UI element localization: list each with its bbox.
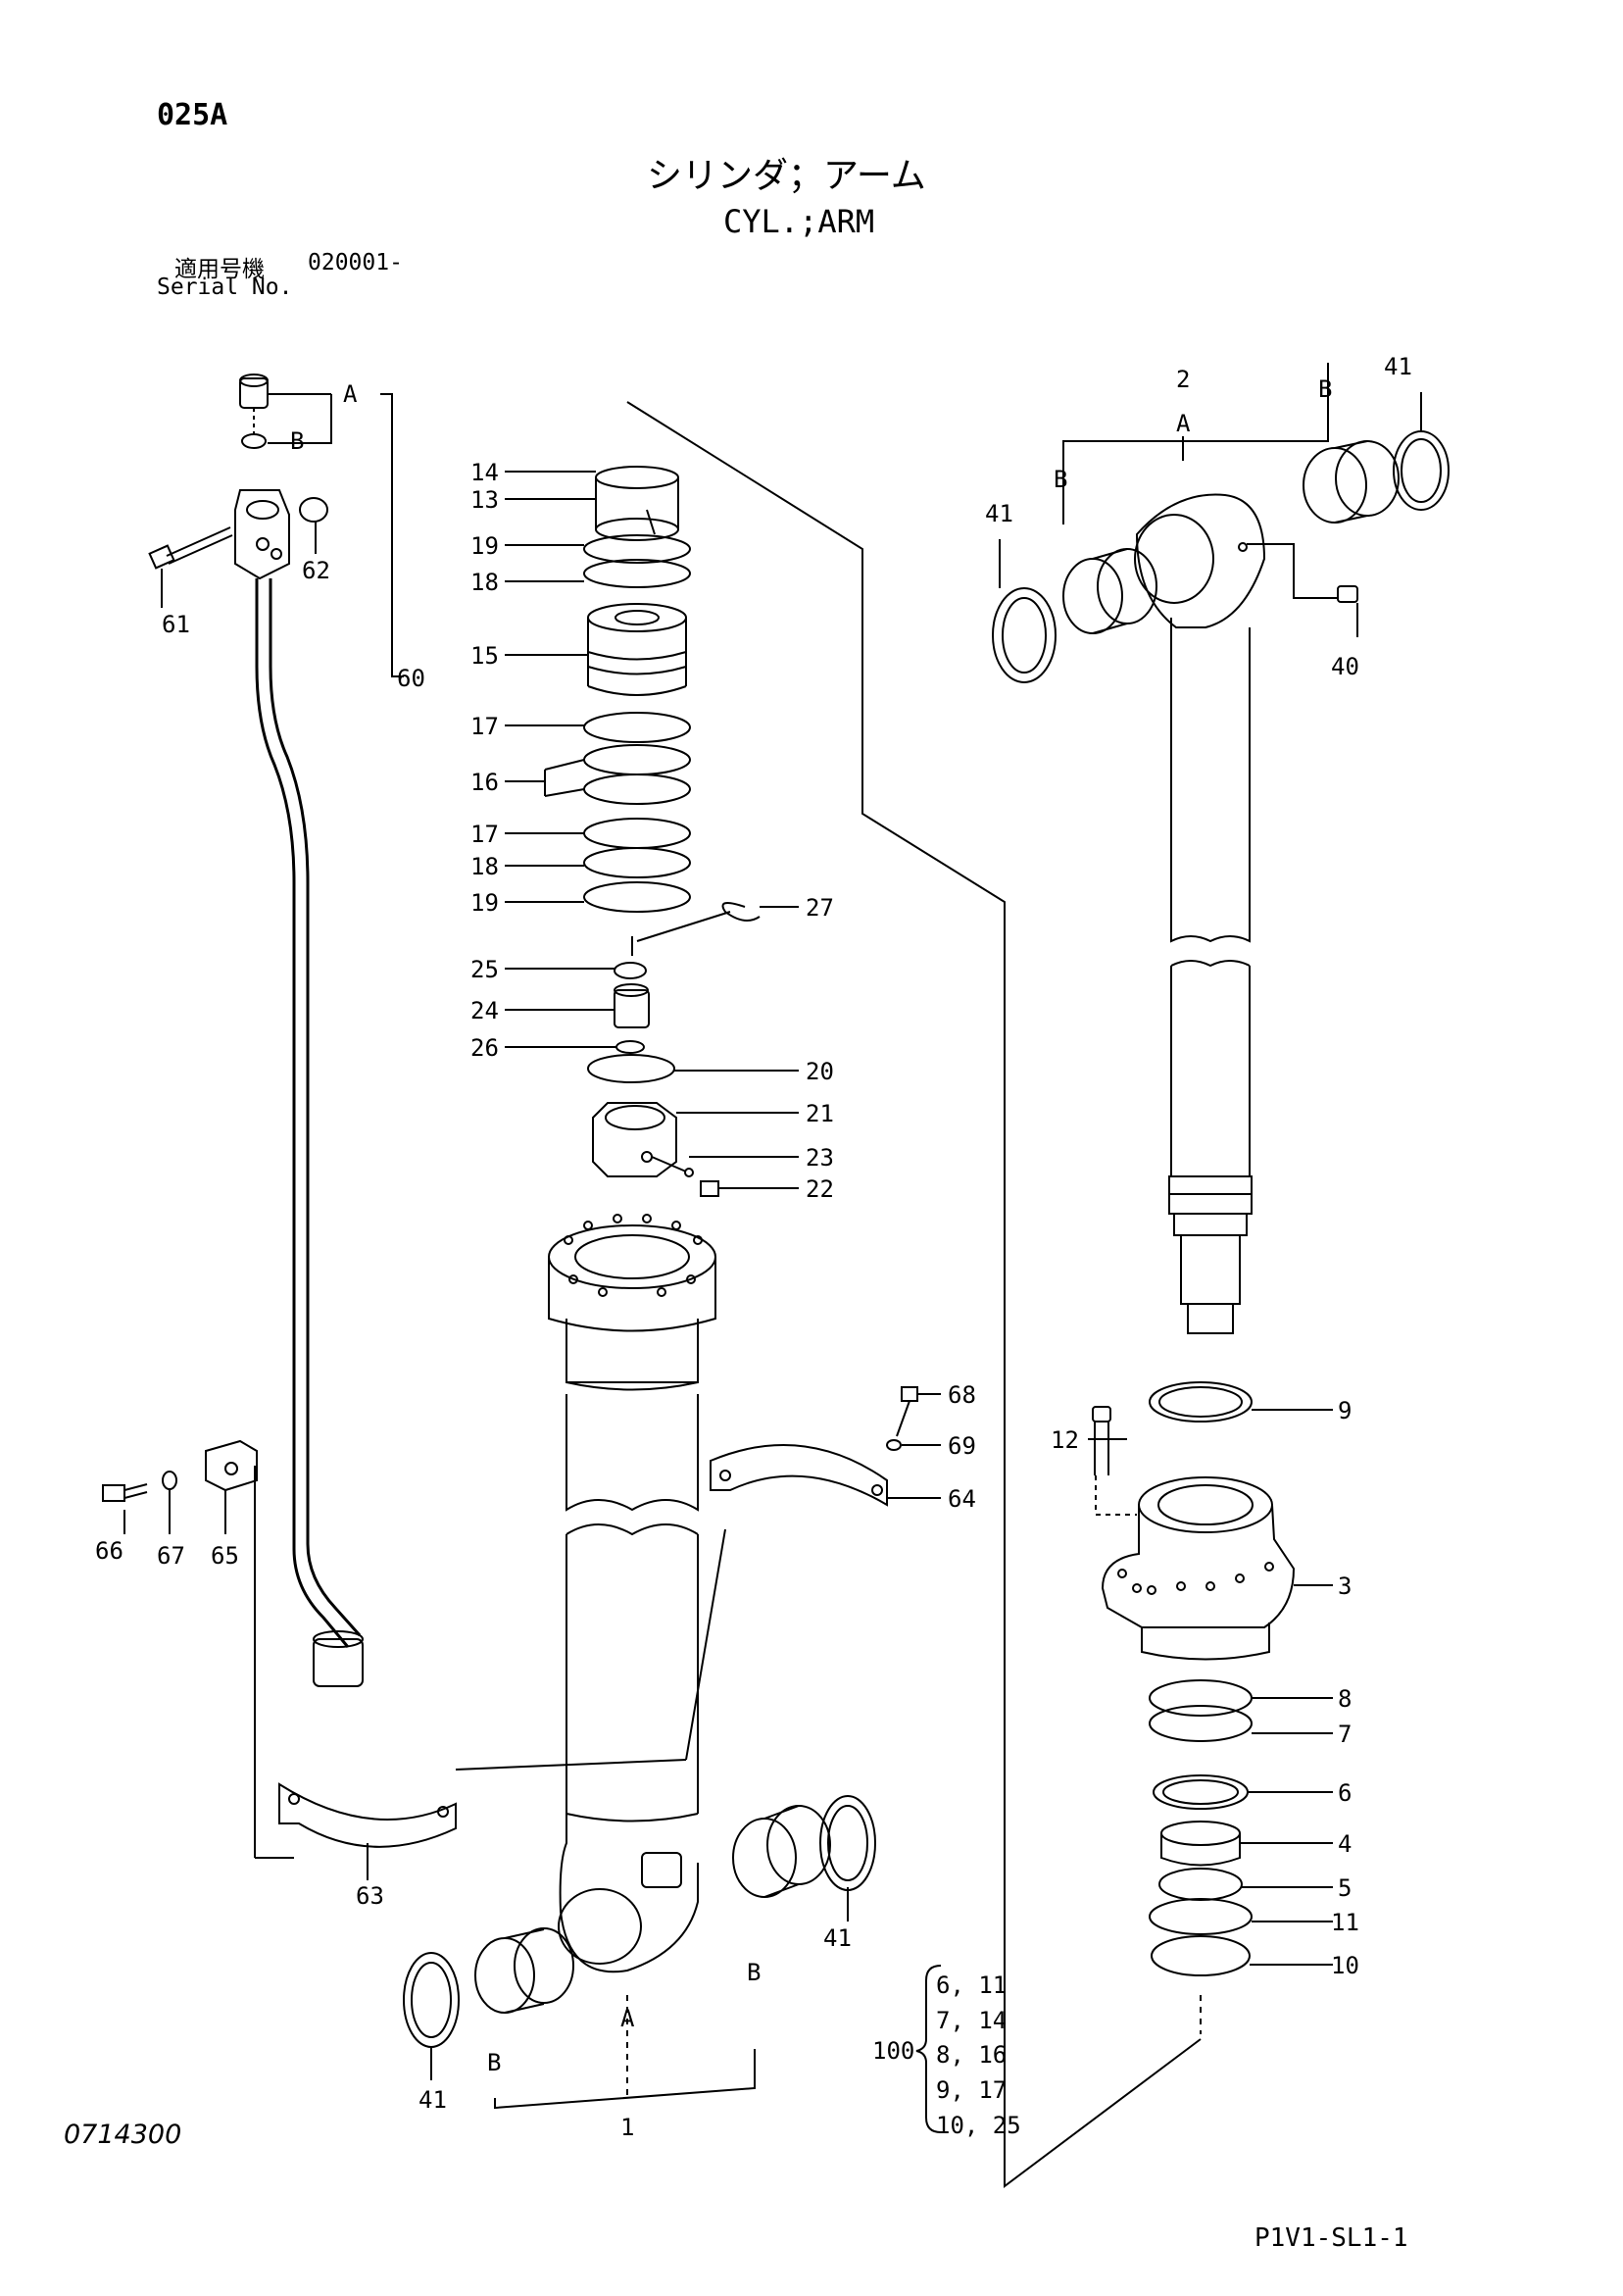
cylinder-head xyxy=(1092,1381,1296,1661)
callout-19: 19 xyxy=(470,889,499,917)
callout-7: 7 xyxy=(1338,1721,1352,1748)
callout-61: 61 xyxy=(162,611,190,638)
kit-row: 7, 14 xyxy=(936,2007,1007,2034)
callout-b: B xyxy=(1318,375,1332,403)
kit-row: 9, 17 xyxy=(936,2076,1007,2104)
callout-10: 10 xyxy=(1331,1952,1359,1979)
kit-row: 8, 16 xyxy=(936,2041,1007,2069)
callout-18: 18 xyxy=(470,569,499,596)
tube-end-bushings xyxy=(403,1795,876,2110)
callout-60: 60 xyxy=(397,665,425,692)
callout-41: 41 xyxy=(418,2086,447,2114)
callout-a: A xyxy=(343,380,358,408)
pipe-clamps xyxy=(278,1386,918,1848)
callout-12: 12 xyxy=(1051,1426,1079,1454)
callout-1: 1 xyxy=(620,2114,634,2141)
callout-b: B xyxy=(747,1959,761,1986)
callout-6: 6 xyxy=(1338,1779,1352,1807)
head-seal-stack xyxy=(1149,1679,1253,2034)
callout-13: 13 xyxy=(470,486,499,514)
callout-8: 8 xyxy=(1338,1685,1352,1713)
callout-62: 62 xyxy=(302,557,330,584)
piston-stack xyxy=(583,466,761,1197)
callout-65: 65 xyxy=(211,1542,239,1570)
piston-rod xyxy=(992,363,1450,1334)
callout-41: 41 xyxy=(823,1924,852,1952)
kit-row: 6, 11 xyxy=(936,1972,1007,1999)
callout-19: 19 xyxy=(470,532,499,560)
title-english: CYL.;ARM xyxy=(723,203,875,240)
callout-15: 15 xyxy=(470,642,499,670)
callout-a: A xyxy=(1176,410,1191,437)
callout-69: 69 xyxy=(948,1432,976,1460)
callout-2: 2 xyxy=(1176,366,1190,393)
serial-label-english: Serial No. xyxy=(157,275,293,300)
callout-17: 17 xyxy=(470,821,499,848)
callout-b: B xyxy=(290,427,304,455)
callout-b: B xyxy=(487,2049,501,2076)
leader-lines xyxy=(123,392,1422,2080)
cylinder-tube xyxy=(548,1214,716,1973)
callout-b: B xyxy=(1054,466,1067,493)
callout-4: 4 xyxy=(1338,1830,1352,1858)
callout-40: 40 xyxy=(1331,653,1359,680)
page-code: P1V1-SL1-1 xyxy=(1254,2223,1408,2253)
kit-brace xyxy=(915,1965,942,2133)
callout-18: 18 xyxy=(470,853,499,880)
pipe-assembly xyxy=(148,374,404,1687)
callout-68: 68 xyxy=(948,1381,976,1409)
callout-27: 27 xyxy=(806,894,834,922)
clamp-block-group xyxy=(102,1439,294,1859)
callout-63: 63 xyxy=(356,1882,384,1910)
callout-23: 23 xyxy=(806,1144,834,1172)
serial-range: 020001- xyxy=(308,250,403,275)
callout-25: 25 xyxy=(470,956,499,983)
callout-21: 21 xyxy=(806,1100,834,1127)
section-code: 025A xyxy=(157,98,228,132)
drawing-number: 0714300 xyxy=(64,2120,182,2150)
callout-a: A xyxy=(620,2005,635,2032)
title-japanese: シリンダ；アーム xyxy=(647,156,926,196)
kit-row: 10, 25 xyxy=(936,2112,1021,2139)
callout-20: 20 xyxy=(806,1058,834,1085)
serial-label-japanese: 適用号機 xyxy=(174,257,265,282)
callout-24: 24 xyxy=(470,997,499,1024)
callout-67: 67 xyxy=(157,1542,185,1570)
callout-64: 64 xyxy=(948,1485,976,1513)
callout-14: 14 xyxy=(470,459,499,486)
assembly-guide-line xyxy=(626,401,1202,2188)
callout-66: 66 xyxy=(95,1537,123,1565)
callout-9: 9 xyxy=(1338,1397,1352,1424)
callout-labels: 14 13 19 18 15 17 16 17 18 19 27 25 24 2… xyxy=(95,353,1412,2141)
callout-22: 22 xyxy=(806,1175,834,1203)
callout-11: 11 xyxy=(1331,1909,1359,1936)
callout-41: 41 xyxy=(1384,353,1412,380)
callout-17: 17 xyxy=(470,713,499,740)
callout-5: 5 xyxy=(1338,1874,1352,1902)
kit-number: 100 xyxy=(872,2037,914,2065)
callout-41: 41 xyxy=(985,500,1013,527)
callout-3: 3 xyxy=(1338,1572,1352,1600)
callout-26: 26 xyxy=(470,1034,499,1062)
callout-16: 16 xyxy=(470,769,499,796)
